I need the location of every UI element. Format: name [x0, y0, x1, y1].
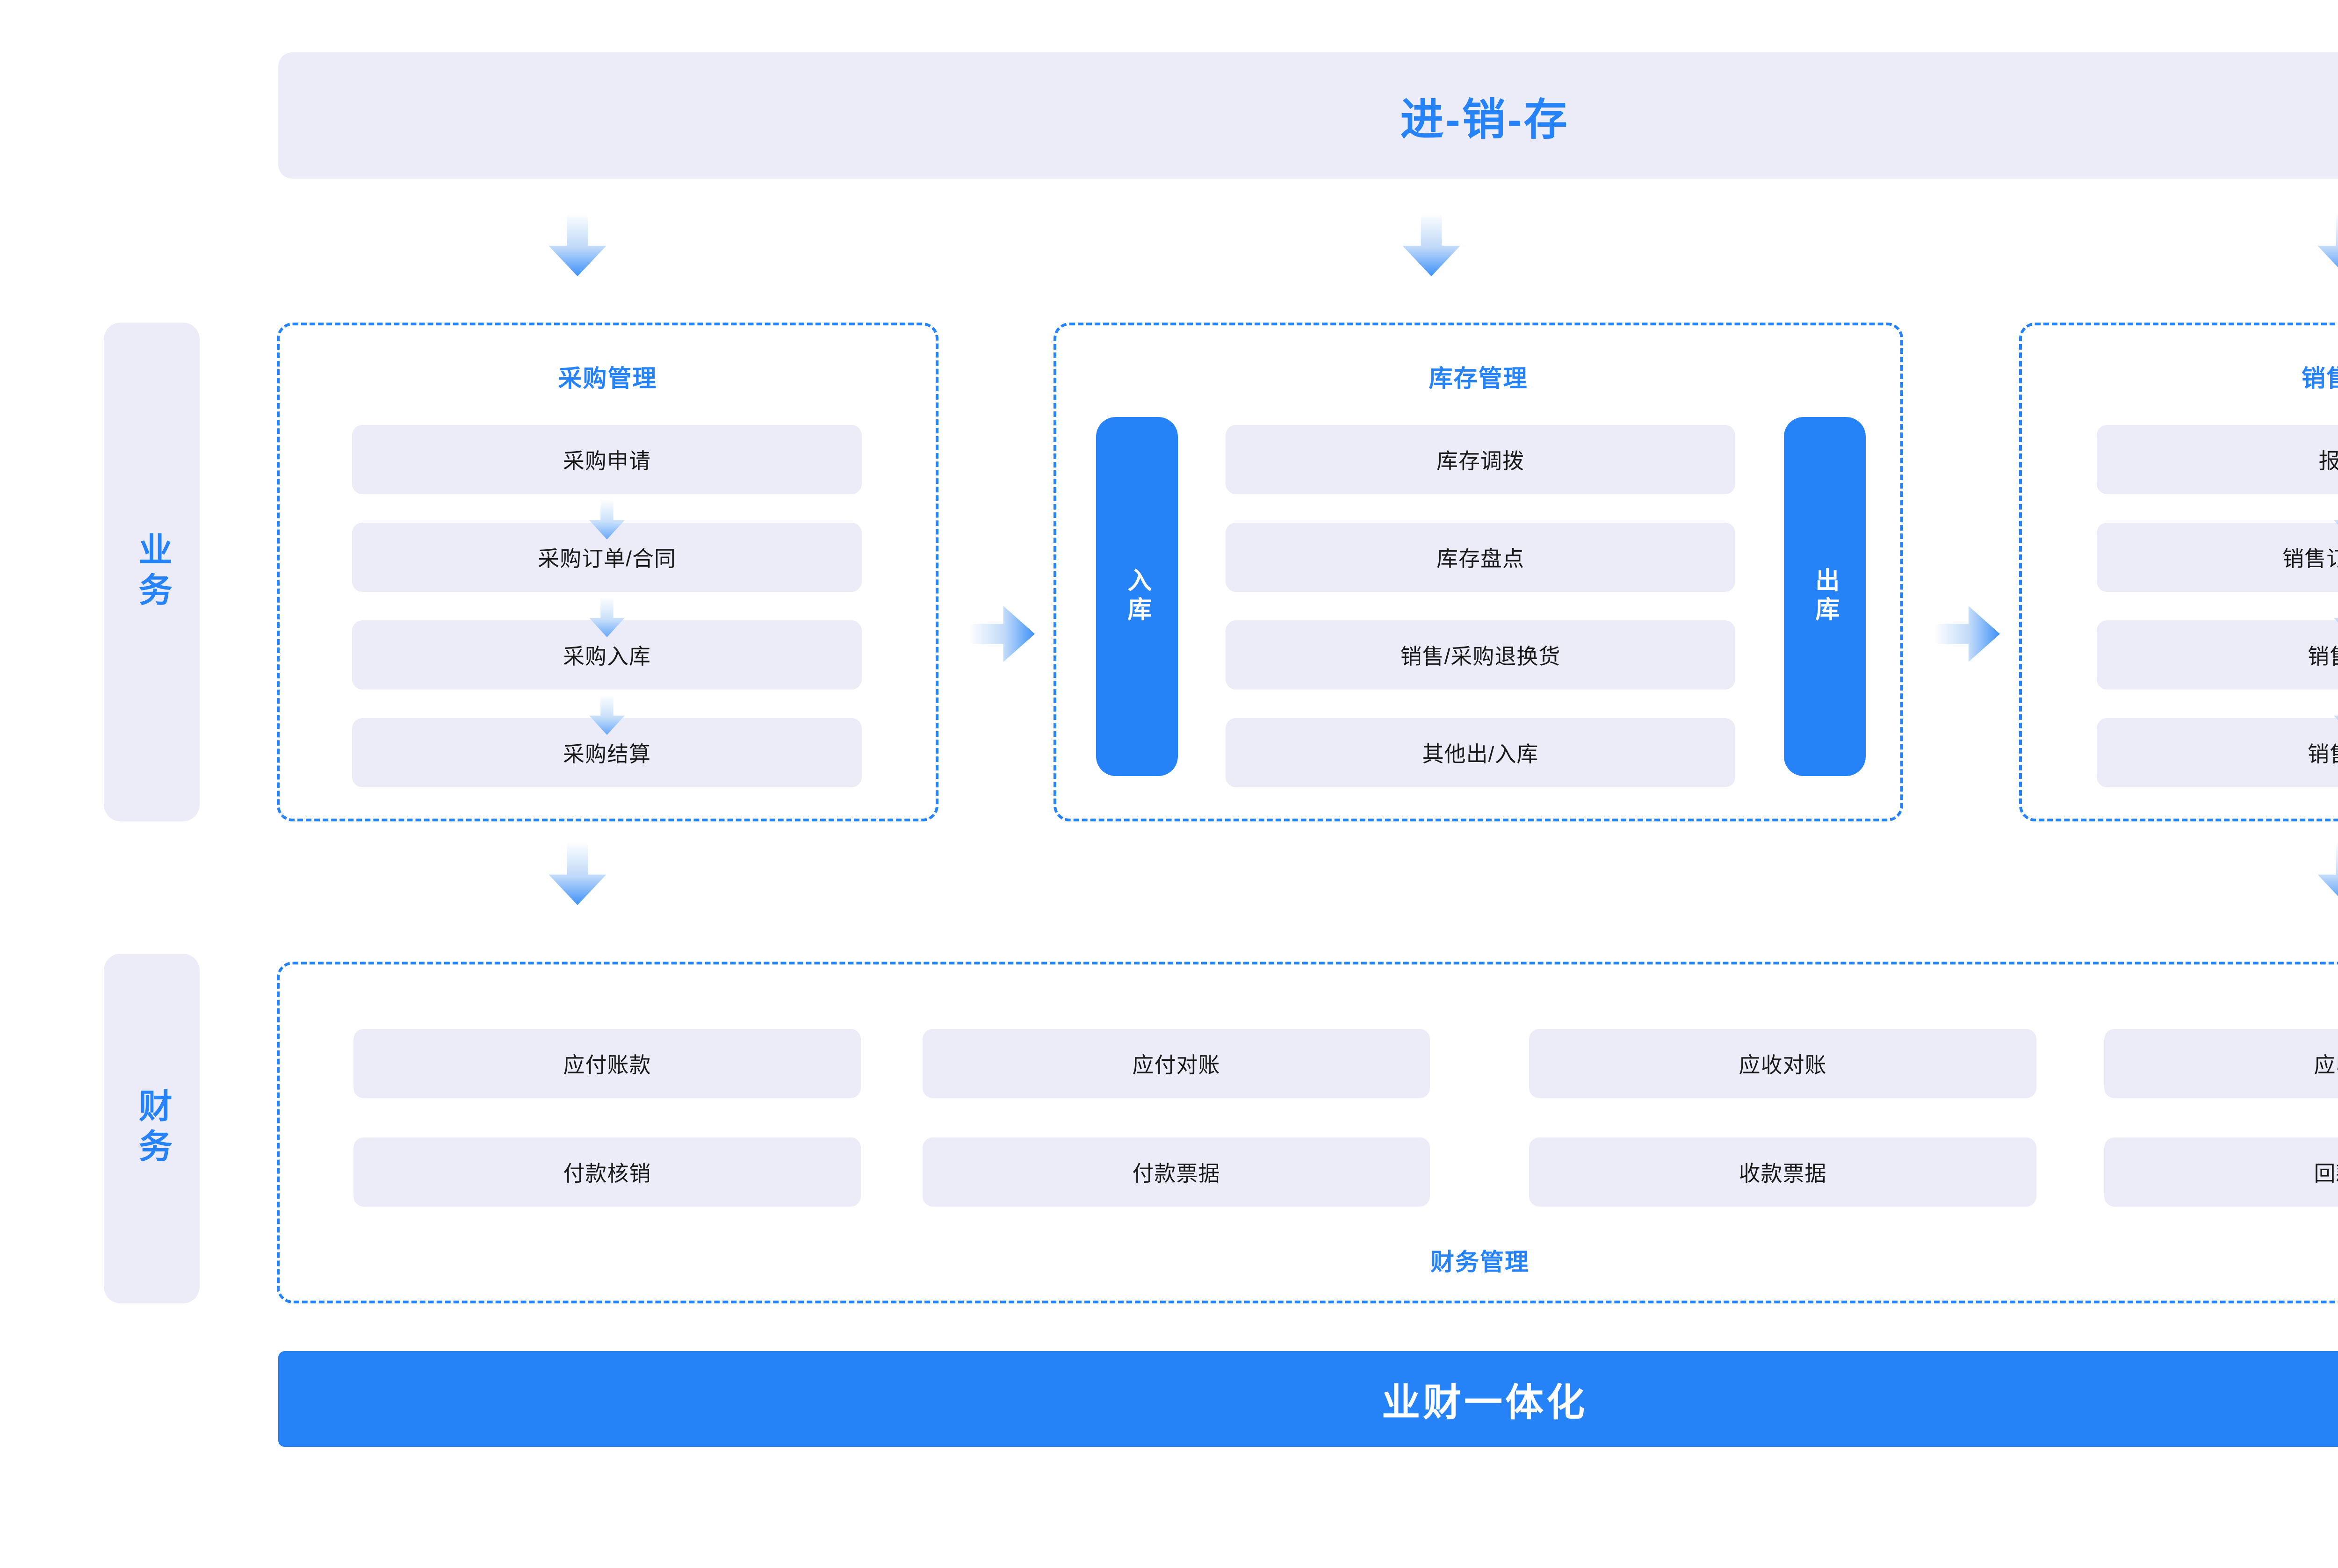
- arrow-right-inventory-to-sales: [1934, 602, 2000, 666]
- rail-finance-label: 财务: [133, 1088, 171, 1169]
- finance-row2-item-4[interactable]: 回款核销: [2104, 1137, 2338, 1207]
- finance-row1-item-2-label: 应付对账: [1132, 1053, 1220, 1077]
- sales-step-2[interactable]: 销售订单/合同: [2097, 523, 2338, 592]
- section-sales: 销售管理 报价单 销售订单/合同 销售出库 销售结算: [2019, 323, 2338, 821]
- purchase-step-1-label: 采购申请: [563, 449, 651, 473]
- inventory-outbound-label: 出库: [1811, 568, 1839, 626]
- section-finance: 财务管理 应付账款 应付对账 应收对账 应收账款 付款核销 付款票据 收款票据 …: [277, 962, 2338, 1303]
- inventory-inbound-label: 入库: [1123, 568, 1151, 626]
- arrow-down-sales-to-finance: [2314, 842, 2338, 905]
- inventory-inbound-bar[interactable]: 入库: [1096, 417, 1178, 776]
- finance-row1-item-3[interactable]: 应收对账: [1529, 1029, 2036, 1098]
- section-finance-title: 财务管理: [1430, 1249, 1530, 1275]
- inventory-step-2-label: 库存盘点: [1436, 547, 1524, 571]
- arrow-down-to-purchase: [545, 213, 610, 276]
- finance-row1-item-4-label: 应收账款: [2314, 1053, 2338, 1077]
- inventory-step-3[interactable]: 销售/采购退换货: [1226, 620, 1735, 690]
- sales-step-4[interactable]: 销售结算: [2097, 718, 2338, 787]
- inventory-step-1[interactable]: 库存调拨: [1226, 425, 1735, 494]
- purchase-step-3[interactable]: 采购入库: [352, 620, 862, 690]
- arrow-down-purchase-to-finance: [545, 842, 610, 905]
- arrow-down-sales-1-2: [2331, 499, 2338, 539]
- section-purchase-title: 采购管理: [558, 365, 657, 392]
- arrow-down-to-inventory: [1399, 213, 1464, 276]
- top-banner: 进-销-存: [278, 52, 2338, 179]
- finance-row2-item-4-label: 回款核销: [2314, 1161, 2338, 1186]
- section-purchase: 采购管理 采购申请 采购订单/合同 采购入库 采购结算: [277, 323, 938, 821]
- inventory-step-2[interactable]: 库存盘点: [1226, 523, 1735, 592]
- arrow-down-sales-3-4: [2331, 695, 2338, 735]
- sales-step-3-label: 销售出库: [2308, 644, 2338, 669]
- purchase-step-3-label: 采购入库: [563, 644, 651, 669]
- purchase-step-1[interactable]: 采购申请: [352, 425, 862, 494]
- arrow-down-purchase-3-4: [587, 695, 627, 735]
- sales-step-4-label: 销售结算: [2308, 742, 2338, 766]
- arrow-down-sales-2-3: [2331, 597, 2338, 637]
- inventory-step-1-label: 库存调拨: [1436, 449, 1524, 473]
- rail-finance: 财务: [104, 954, 200, 1303]
- finance-row2-item-1-label: 付款核销: [563, 1161, 651, 1186]
- finance-row1-item-2[interactable]: 应付对账: [923, 1029, 1430, 1098]
- sales-step-1-label: 报价单: [2318, 449, 2338, 473]
- inventory-step-3-label: 销售/采购退换货: [1400, 644, 1561, 669]
- inventory-outbound-bar[interactable]: 出库: [1784, 417, 1866, 776]
- section-sales-title: 销售管理: [2301, 365, 2338, 392]
- purchase-step-4-label: 采购结算: [563, 742, 651, 766]
- finance-row1-item-1[interactable]: 应付账款: [354, 1029, 861, 1098]
- bottom-banner: 业财一体化: [278, 1351, 2338, 1447]
- bottom-banner-title: 业财一体化: [1381, 1381, 1588, 1424]
- arrow-down-purchase-2-3: [587, 597, 627, 637]
- rail-business-label: 业务: [133, 532, 171, 612]
- purchase-step-2-label: 采购订单/合同: [538, 547, 676, 571]
- sales-step-2-label: 销售订单/合同: [2282, 547, 2338, 571]
- finance-row2-item-3[interactable]: 收款票据: [1529, 1137, 2036, 1207]
- inventory-step-4[interactable]: 其他出/入库: [1226, 718, 1735, 787]
- arrow-down-to-sales: [2314, 213, 2338, 276]
- top-banner-title: 进-销-存: [1400, 95, 1569, 144]
- sales-step-1[interactable]: 报价单: [2097, 425, 2338, 494]
- finance-row2-item-2-label: 付款票据: [1132, 1161, 1220, 1186]
- finance-row1-item-1-label: 应付账款: [563, 1053, 651, 1077]
- section-inventory: 库存管理 入库 出库 库存调拨 库存盘点 销售/采购退换货 其他出/入库: [1054, 323, 1903, 821]
- finance-row2-item-3-label: 收款票据: [1739, 1161, 1827, 1186]
- inventory-step-4-label: 其他出/入库: [1422, 742, 1539, 766]
- arrow-down-purchase-1-2: [587, 499, 627, 539]
- finance-row2-item-2[interactable]: 付款票据: [923, 1137, 1430, 1207]
- finance-row1-item-3-label: 应收对账: [1739, 1053, 1827, 1077]
- arrow-right-purchase-to-inventory: [969, 602, 1035, 666]
- section-inventory-title: 库存管理: [1429, 365, 1528, 392]
- sales-step-3[interactable]: 销售出库: [2097, 620, 2338, 690]
- finance-row1-item-4[interactable]: 应收账款: [2104, 1029, 2338, 1098]
- finance-row2-item-1[interactable]: 付款核销: [354, 1137, 861, 1207]
- rail-business: 业务: [104, 323, 200, 821]
